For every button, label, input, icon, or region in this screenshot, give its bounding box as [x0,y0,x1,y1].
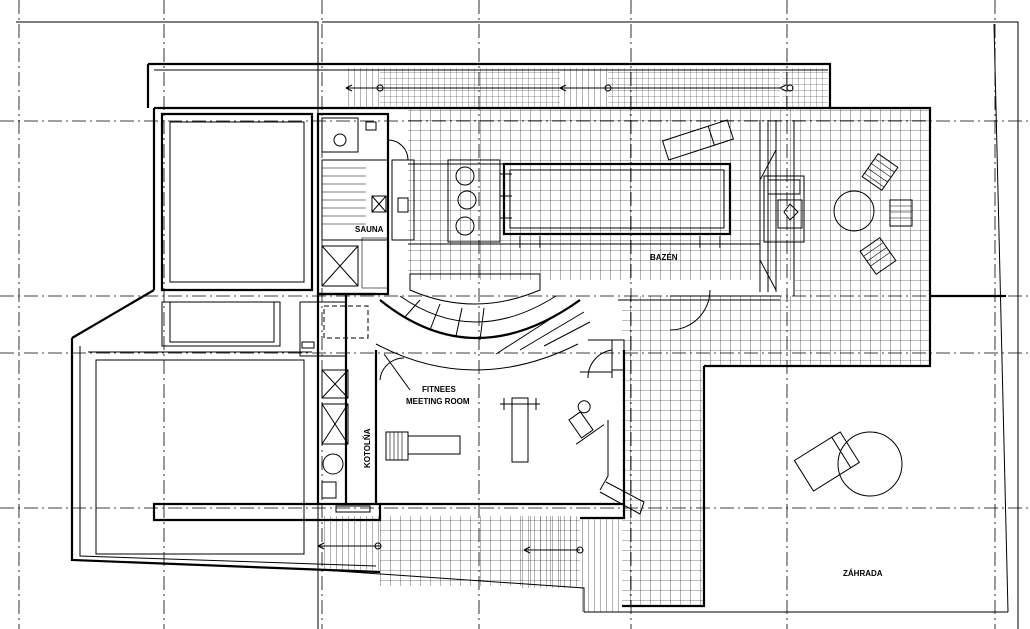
sauna-label: SAUNA [355,225,384,234]
garden-furniture: ZÁHRADA [793,431,903,578]
sauna-area: SAUNA [316,112,415,296]
exterior-walls [70,106,1006,608]
pool-furniture [618,119,805,331]
pool: BAZÉN [408,159,760,262]
fitness-label-line1: FITNEES [422,385,456,394]
boiler-room: KOTOLŇA [299,292,376,513]
garden-label: ZÁHRADA [843,569,883,578]
tiled-floors [318,68,930,612]
pool-label: BAZÉN [650,253,678,262]
terrace-furniture [833,152,913,276]
fitness-area: FITNEES MEETING ROOM [374,273,645,515]
boiler-room-label: KOTOLŇA [363,428,372,468]
fitness-label-line2: MEETING ROOM [406,397,470,406]
